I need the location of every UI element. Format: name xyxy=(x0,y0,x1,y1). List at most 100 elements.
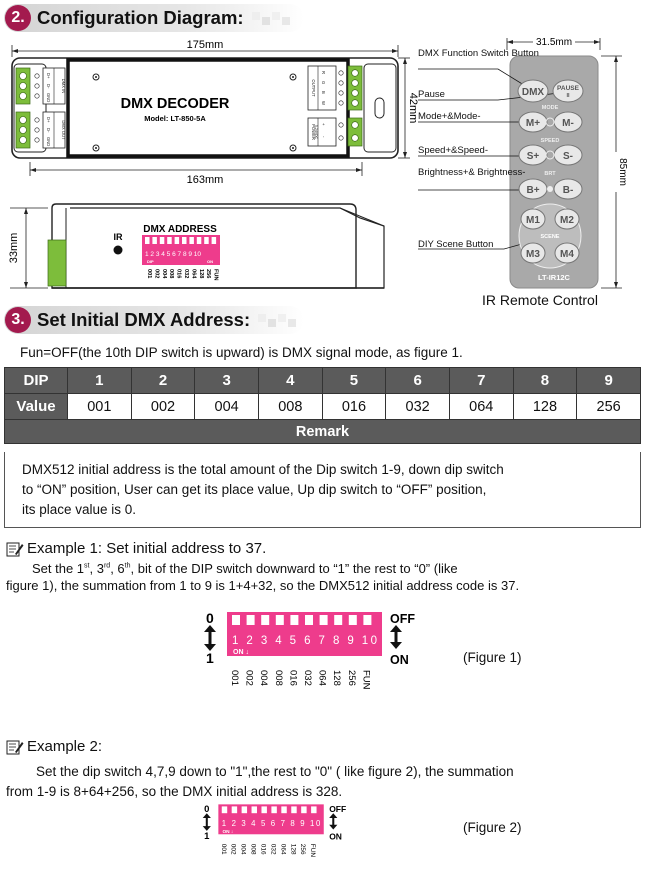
btn-m2: M2 xyxy=(560,215,574,226)
btn-pause-sub: II xyxy=(566,93,570,99)
label-w: W xyxy=(321,101,326,105)
dip-toggle xyxy=(189,237,194,244)
remote-caption: IR Remote Control xyxy=(482,292,598,308)
table-cell: 3 xyxy=(194,367,259,394)
text-segment: , 3 xyxy=(89,561,104,576)
edit-note-icon xyxy=(6,740,24,754)
dip-value-label: 064 xyxy=(317,670,328,686)
callout-diy-scene: DIY Scene Button xyxy=(418,239,493,250)
label-plus: + xyxy=(321,123,326,126)
dip-value-label: 064 xyxy=(190,269,196,279)
dip-toggle xyxy=(152,237,157,244)
arrow-down-head xyxy=(202,826,211,831)
edit-note-icon xyxy=(6,542,24,556)
section-number: 3. xyxy=(5,307,31,333)
label-on: ON xyxy=(390,653,409,667)
dip-value-label: FUN xyxy=(360,670,371,690)
superscript: st xyxy=(84,562,90,570)
label-b: B xyxy=(321,91,326,94)
dip-value-label: 128 xyxy=(289,844,296,855)
label-dmx-out: DMX OUT xyxy=(61,120,66,140)
remote-width: 31.5mm xyxy=(536,37,572,48)
dip-value-label: 004 xyxy=(240,844,247,855)
dim-175: 175mm xyxy=(187,39,224,51)
table-cell: 5 xyxy=(321,367,387,394)
scene-label: SCENE xyxy=(541,234,560,240)
figure-1-caption: (Figure 1) xyxy=(463,650,522,665)
btn-brt-minus: B- xyxy=(563,185,574,196)
table-cell: 6 xyxy=(385,367,450,394)
label-d-minus-out: D- xyxy=(46,128,51,133)
speed-label: SPEED xyxy=(541,138,560,144)
example-1-heading: Example 1: Set initial address to 37. xyxy=(6,540,266,557)
dip-value-label: 002 xyxy=(230,844,237,855)
dip-numbers: 1 2 3 4 5 6 7 8 9 10 xyxy=(222,819,321,828)
dip-toggle xyxy=(211,237,217,244)
dip-toggle xyxy=(290,615,299,625)
dip-toggle xyxy=(159,237,165,244)
dip-toggle xyxy=(261,806,267,814)
sun-icon xyxy=(547,186,553,192)
btn-speed-minus: S- xyxy=(563,151,573,162)
arrow-up-head xyxy=(329,813,338,818)
dip-toggle xyxy=(241,806,248,814)
callout-dmx-function: DMX Function Switch Button xyxy=(418,48,539,59)
btn-m4: M4 xyxy=(560,249,574,260)
label-minus: - xyxy=(321,136,326,138)
label-power-voltage: 5-24VDC xyxy=(314,125,318,139)
table-cell: 016 xyxy=(321,393,387,420)
dip-value-label: 001 xyxy=(220,844,227,855)
example-2-title: Example 2: xyxy=(27,738,103,755)
dip-value-table: DIP 1 2 3 4 5 6 7 8 9 Value 001 002 004 … xyxy=(4,367,641,444)
btn-m1: M1 xyxy=(526,215,540,226)
dip-toggle xyxy=(334,615,343,625)
dip-toggle xyxy=(204,237,209,244)
label-off: OFF xyxy=(390,612,415,626)
label-gnd-out: GND xyxy=(46,137,51,146)
table-cell: 008 xyxy=(257,393,323,420)
text-segment: Set the 1 xyxy=(32,561,85,576)
arrow-down-head xyxy=(204,644,216,651)
dip-toggle xyxy=(145,237,150,244)
text-segment: , 6 xyxy=(110,561,125,576)
example-2-heading: Example 2: xyxy=(6,738,102,755)
label-on: ON xyxy=(329,832,342,842)
label-d-plus-out: D+ xyxy=(46,117,51,123)
side-dip-numbers: 1 2 3 4 5 6 7 8 9 10 xyxy=(145,251,201,258)
dip-value-label: 004 xyxy=(258,670,269,686)
dip-value-label: 001 xyxy=(146,269,152,278)
label-dmx-in: DMX IN xyxy=(61,79,66,94)
dip-value-label: 032 xyxy=(302,670,313,686)
remark-line: to “ON” position, User can get its place… xyxy=(22,482,487,497)
dip-toggle xyxy=(231,806,238,814)
dip-value-label: 064 xyxy=(279,844,286,855)
dip-toggle xyxy=(311,806,317,814)
ir-label: IR xyxy=(114,232,124,242)
dip-value-label: FUN xyxy=(213,269,219,281)
remark-text: DMX512 initial address is the total amou… xyxy=(22,460,627,520)
dmx-address-label: DMX ADDRESS xyxy=(143,224,217,235)
dip-value-label: 004 xyxy=(161,269,167,279)
label-zero: 0 xyxy=(206,610,214,626)
text-segment: , bit of the DIP switch downward to “1” … xyxy=(130,561,458,576)
table-cell: 032 xyxy=(385,393,450,420)
label-g: G xyxy=(321,81,326,84)
table-row: Remark xyxy=(4,419,641,444)
dip-value-label: 128 xyxy=(331,670,342,686)
callout-pause: Pause xyxy=(418,89,445,100)
label-d-minus: D- xyxy=(46,84,51,89)
dip-on-small: ON ↓ xyxy=(222,829,233,835)
dip-value-label: 008 xyxy=(168,269,174,278)
intro-text: Fun=OFF(the 10th DIP switch is upward) i… xyxy=(20,345,463,360)
dip-toggle xyxy=(174,237,180,244)
table-cell: 004 xyxy=(194,393,259,420)
example-2-line-1: Set the dip switch 4,7,9 down to "1",the… xyxy=(36,764,514,779)
example-1-line-1: Set the 1st, 3rd, 6th, bit of the DIP sw… xyxy=(32,561,458,576)
arrow-down-head xyxy=(329,824,338,830)
dip-toggle xyxy=(363,615,372,625)
label-d-plus: D+ xyxy=(46,73,51,79)
btn-mode-minus: M- xyxy=(562,118,574,129)
table-cell: 9 xyxy=(576,367,641,394)
dip-value-label: 032 xyxy=(183,269,189,278)
